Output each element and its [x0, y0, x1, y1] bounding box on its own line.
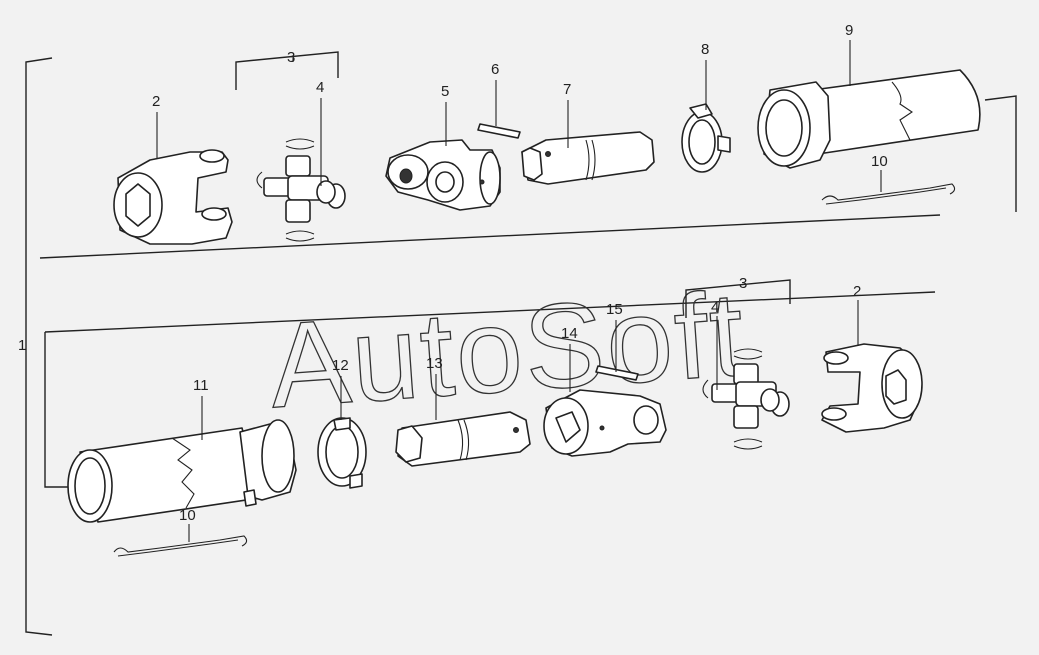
- callout-4-bottom: 4: [711, 299, 719, 316]
- watermark-text: AutoSoft: [265, 266, 749, 433]
- callout-6: 6: [491, 61, 499, 78]
- callout-10-bottom: 10: [179, 507, 196, 524]
- part-guard-tube-bottom: [67, 419, 297, 523]
- callout-9: 9: [845, 22, 853, 39]
- callout-15: 15: [606, 301, 623, 318]
- bracket-3-bottom: [685, 279, 791, 318]
- part-yoke-top: [113, 149, 233, 245]
- part-pin-bottom: [595, 365, 639, 381]
- part-inner-yoke: [385, 139, 501, 211]
- callout-10-top: 10: [871, 153, 888, 170]
- part-profile-tube-bottom: [395, 411, 531, 467]
- callout-11: 11: [193, 377, 209, 394]
- callout-5: 5: [441, 83, 449, 100]
- part-clamp-ring-bottom: [317, 417, 367, 489]
- leader-lines: [156, 40, 882, 542]
- part-pin-top: [477, 123, 521, 139]
- part-cross-kit-bottom: [702, 348, 790, 450]
- part-chain-bottom: [113, 535, 248, 557]
- callout-3-bottom: 3: [739, 275, 747, 292]
- callout-1: 1: [18, 337, 26, 354]
- callout-7: 7: [563, 81, 571, 98]
- callout-13: 13: [426, 355, 443, 372]
- part-yoke-bottom: [821, 343, 923, 433]
- callout-labels: 1 2 3 4 5 6 7 8 9 10 11 12 13 14 15 3 4 …: [18, 22, 888, 524]
- assembly-frame: [25, 57, 1017, 636]
- bracket-3-top: [235, 51, 339, 90]
- callout-2-top: 2: [152, 93, 160, 110]
- part-inner-yoke-bottom: [543, 389, 667, 457]
- part-profile-tube-top: [521, 131, 655, 185]
- callout-2-bottom: 2: [853, 283, 861, 300]
- part-cross-kit-top: [256, 138, 346, 242]
- callout-12: 12: [332, 357, 349, 374]
- callout-3-top: 3: [287, 49, 295, 66]
- part-clamp-ring-top: [681, 103, 731, 173]
- callout-14: 14: [561, 325, 578, 342]
- part-chain-top: [821, 183, 956, 205]
- callout-4-top: 4: [316, 79, 324, 96]
- callout-8: 8: [701, 41, 709, 58]
- part-guard-tube-top: [757, 69, 981, 169]
